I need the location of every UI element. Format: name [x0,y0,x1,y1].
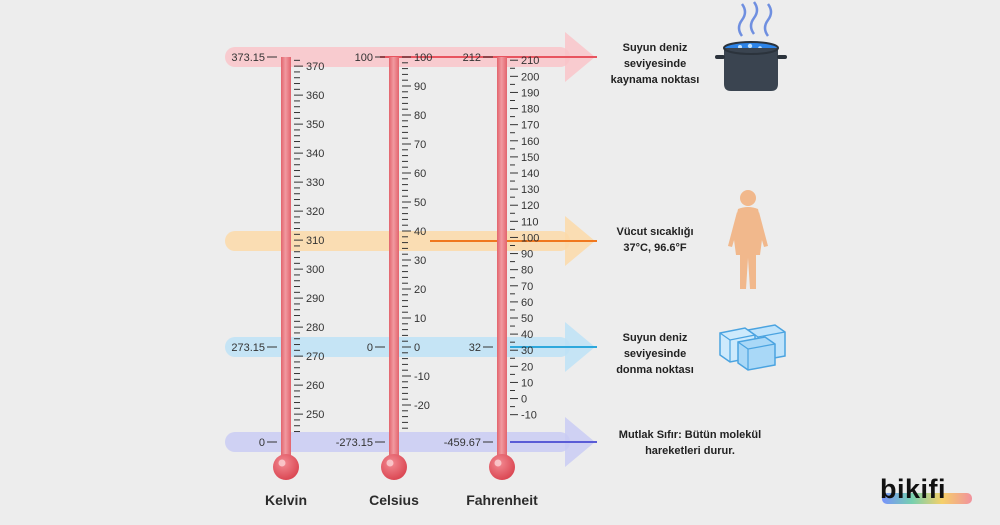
celsius-tick-label: -10 [414,371,430,383]
celsius-tick-label: 100 [414,52,432,64]
absolute-line-1: Mutlak Sıfır: Bütün molekül [618,429,762,441]
absolute-zero-annotation: Mutlak Sıfır: Bütün molekül hareketleri … [590,427,790,459]
celsius-freezing-value: 0 [367,342,373,354]
fahrenheit-label: Fahrenheit [466,492,538,508]
kelvin-tick-label: 340 [306,148,324,160]
fahrenheit-tick-label: 40 [521,329,533,341]
kelvin-freezing-value: 273.15 [231,342,265,354]
freezing-line-1: Suyun deniz [622,332,688,344]
fahrenheit-tick-label: 210 [521,55,539,67]
scale-names: Kelvin Celsius Fahrenheit [265,492,538,508]
boiling-point-annotation: Suyun deniz seviyesinde kaynama noktası [560,40,750,88]
kelvin-label: Kelvin [265,492,307,508]
thermometers [273,57,515,480]
celsius-tick-label: 30 [414,255,426,267]
kelvin-tick-label: 330 [306,177,324,189]
freezing-line-3: donma noktası [616,364,694,376]
logo-color-bar [882,493,972,504]
kelvin-tick-label: 260 [306,380,324,392]
kelvin-tick-label: 320 [306,206,324,218]
fahrenheit-tick-label: 10 [521,377,533,389]
body-temperature-annotation: Vücut sıcaklığı 37°C, 96.6°F [560,224,750,256]
temperature-bands [225,32,597,467]
kelvin-tick-label: 360 [306,90,324,102]
fahrenheit-tick-label: 130 [521,184,539,196]
celsius-tick-label: 60 [414,168,426,180]
body-band [225,216,597,266]
human-body-icon [728,190,768,289]
fahrenheit-tick-label: 90 [521,249,533,261]
fahrenheit-tick-label: 170 [521,120,539,132]
celsius-tick-label: 70 [414,139,426,151]
kelvin-tick-label: 290 [306,293,324,305]
reference-values: 373.15 273.15 0 100 0 -273.15 212 32 -45… [231,52,493,449]
celsius-tick-label: -20 [414,400,430,412]
fahrenheit-tick-label: 100 [521,232,539,244]
fahrenheit-boiling-value: 212 [463,52,481,64]
celsius-tick-label: 40 [414,226,426,238]
celsius-label: Celsius [369,492,419,508]
fahrenheit-tick-label: 30 [521,345,533,357]
fahrenheit-tick-label: 0 [521,394,527,406]
kelvin-boiling-value: 373.15 [231,52,265,64]
fahrenheit-tick-label: 140 [521,168,539,180]
celsius-tick-label: 90 [414,81,426,93]
fahrenheit-tick-label: 190 [521,87,539,99]
kelvin-tick-label: 250 [306,409,324,421]
kelvin-tick-label: 300 [306,264,324,276]
kelvin-tick-label: 310 [306,235,324,247]
boiling-pot-icon [715,1,787,91]
kelvin-thermometer [273,57,299,480]
celsius-tick-label: 20 [414,284,426,296]
celsius-absolute-value: -273.15 [336,437,373,449]
fahrenheit-tick-label: 80 [521,265,533,277]
body-line-1: Vücut sıcaklığı [616,226,694,238]
kelvin-tick-label: 280 [306,322,324,334]
fahrenheit-tick-label: 120 [521,200,539,212]
freezing-point-annotation: Suyun deniz seviyesinde donma noktası [560,330,750,378]
boiling-line-3: kaynama noktası [610,74,700,86]
boiling-line-2: seviyesinde [623,58,687,70]
celsius-boiling-value: 100 [355,52,373,64]
fahrenheit-tick-label: 180 [521,104,539,116]
celsius-tick-label: 10 [414,313,426,325]
logo-text: bikifi [880,474,947,504]
boiling-line-1: Suyun deniz [622,42,688,54]
fahrenheit-tick-label: 70 [521,281,533,293]
body-line-2: 37°C, 96.6°F [623,242,687,254]
scale-tick-labels: 3703603503403303203103002902802702602501… [306,52,539,422]
fahrenheit-tick-label: 60 [521,297,533,309]
fahrenheit-tick-label: 20 [521,361,533,373]
celsius-thermometer [381,57,407,480]
fahrenheit-tick-label: -10 [521,410,537,422]
fahrenheit-tick-label: 110 [521,216,539,228]
freezing-line-2: seviyesinde [623,348,687,360]
fahrenheit-tick-label: 160 [521,136,539,148]
ice-cubes-icon [719,324,786,371]
fahrenheit-freezing-value: 32 [469,342,481,354]
absolute-line-2: hareketleri durur. [645,445,735,457]
fahrenheit-thermometer [489,57,515,480]
scale-ticks [294,56,518,433]
celsius-tick-label: 80 [414,110,426,122]
celsius-tick-label: 50 [414,197,426,209]
kelvin-tick-label: 270 [306,351,324,363]
kelvin-tick-label: 350 [306,119,324,131]
fahrenheit-tick-label: 150 [521,152,539,164]
celsius-tick-label: 0 [414,342,420,354]
kelvin-tick-label: 370 [306,61,324,73]
fahrenheit-tick-label: 50 [521,313,533,325]
fahrenheit-absolute-value: -459.67 [444,437,481,449]
bikifi-logo: bikifi [880,474,976,508]
kelvin-absolute-value: 0 [259,437,265,449]
fahrenheit-tick-label: 200 [521,71,539,83]
